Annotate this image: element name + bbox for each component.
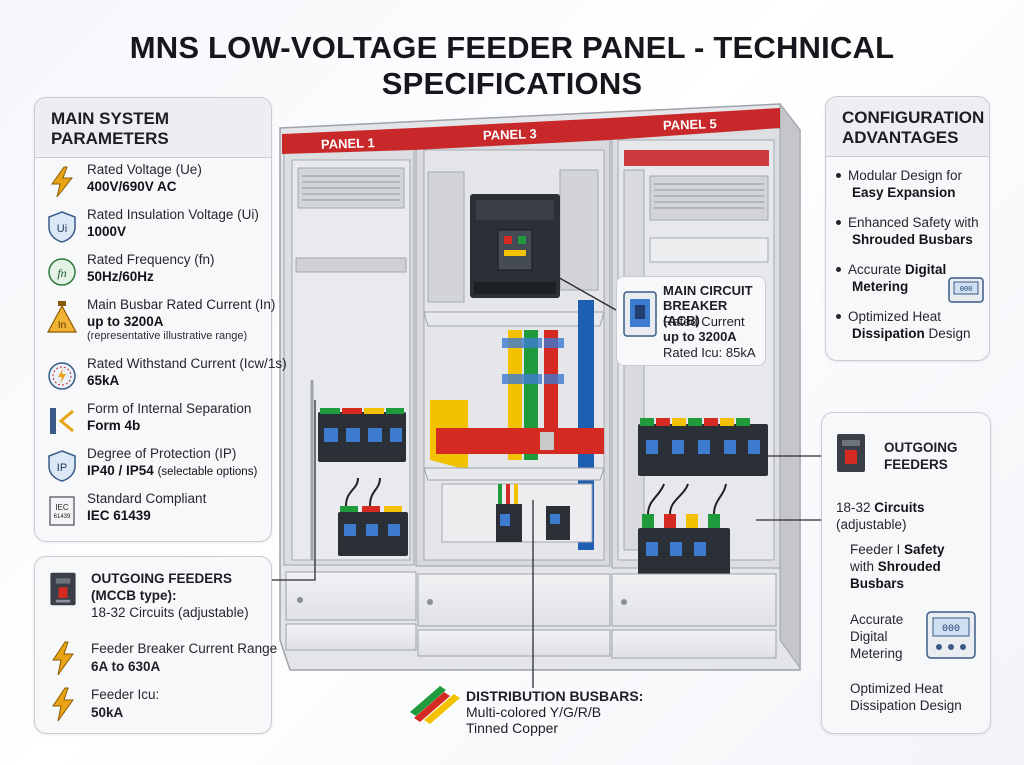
acb-icon	[623, 291, 657, 337]
standard-doc-icon: IEC 61439	[49, 496, 75, 526]
advantage-modular: Modular Design for Easy Expansion	[836, 167, 962, 201]
lightning-icon	[52, 687, 74, 722]
right-feeder-heat: Optimized Heat Dissipation Design	[850, 681, 962, 713]
svg-text:000: 000	[960, 286, 973, 294]
svg-text:IP: IP	[57, 462, 67, 474]
busbar-icon	[410, 686, 460, 724]
meter-icon: 000	[948, 277, 984, 303]
mccb-icon	[50, 572, 76, 606]
digital-meter-icon: 000	[926, 611, 976, 659]
right-feeder-metering: Accurate Digital Metering	[850, 612, 904, 661]
frequency-icon: fn	[48, 258, 76, 286]
advantage-safety: Enhanced Safety with Shrouded Busbars	[836, 214, 979, 248]
panel-1-label: PANEL 1	[321, 135, 375, 152]
svg-text:In: In	[58, 320, 66, 331]
system-parameters-card: MAIN SYSTEM PARAMETERS Rated Voltage (Ue…	[34, 97, 287, 542]
insulation-shield-icon: Ui	[48, 211, 76, 243]
svg-text:000: 000	[942, 624, 960, 635]
svg-text:fn: fn	[57, 266, 66, 280]
mccb-icon	[837, 434, 865, 472]
separation-icon	[50, 408, 74, 434]
svg-text:61439: 61439	[54, 514, 71, 520]
gauge-icon	[48, 362, 76, 390]
lightning-icon	[51, 166, 74, 198]
configuration-advantages-card: CONFIGURATION ADVANTAGES Modular Design …	[825, 96, 990, 361]
lightning-icon	[52, 641, 74, 676]
system-parameters-heading: MAIN SYSTEM PARAMETERS	[35, 98, 271, 158]
busbar-label: DISTRIBUTION BUSBARS: Multi-colored Y/G/…	[466, 688, 644, 736]
right-feeder-circuits: 18-32 Circuits (adjustable)	[836, 500, 925, 532]
panel-3-interior	[423, 149, 605, 561]
panel-5-label: PANEL 5	[663, 116, 717, 133]
acb-callout: MAIN CIRCUIT BREAKER (ACB) Rated Current…	[616, 276, 766, 366]
advantage-heat: Optimized Heat Dissipation Design	[836, 308, 971, 342]
right-feeders-heading: OUTGOING FEEDERS	[884, 440, 958, 472]
page-title: MNS LOW-VOLTAGE FEEDER PANEL - TECHNICAL…	[129, 30, 895, 101]
acb-title: MAIN CIRCUIT BREAKER (ACB)	[663, 283, 753, 328]
svg-text:Ui: Ui	[57, 223, 67, 235]
right-feeder-safety: Feeder I Safety with Shrouded Busbars	[850, 542, 945, 591]
panel-3-label: PANEL 3	[483, 126, 537, 143]
ip-shield-icon: IP	[48, 450, 76, 482]
advantage-metering: Accurate Digital Metering	[836, 261, 946, 295]
panel-headers	[282, 108, 780, 154]
outgoing-feeders-card: OUTGOING FEEDERS (MCCB type): 18-32 Circ…	[34, 556, 277, 734]
svg-text:IEC: IEC	[55, 503, 69, 512]
configuration-heading: CONFIGURATION ADVANTAGES	[826, 97, 989, 157]
panel-1-interior	[291, 159, 411, 561]
busbar-warning-icon: In	[47, 301, 77, 333]
base-drawers	[285, 571, 777, 659]
right-outgoing-feeders-card: OUTGOING FEEDERS 18-32 Circuits (adjusta…	[821, 412, 991, 734]
